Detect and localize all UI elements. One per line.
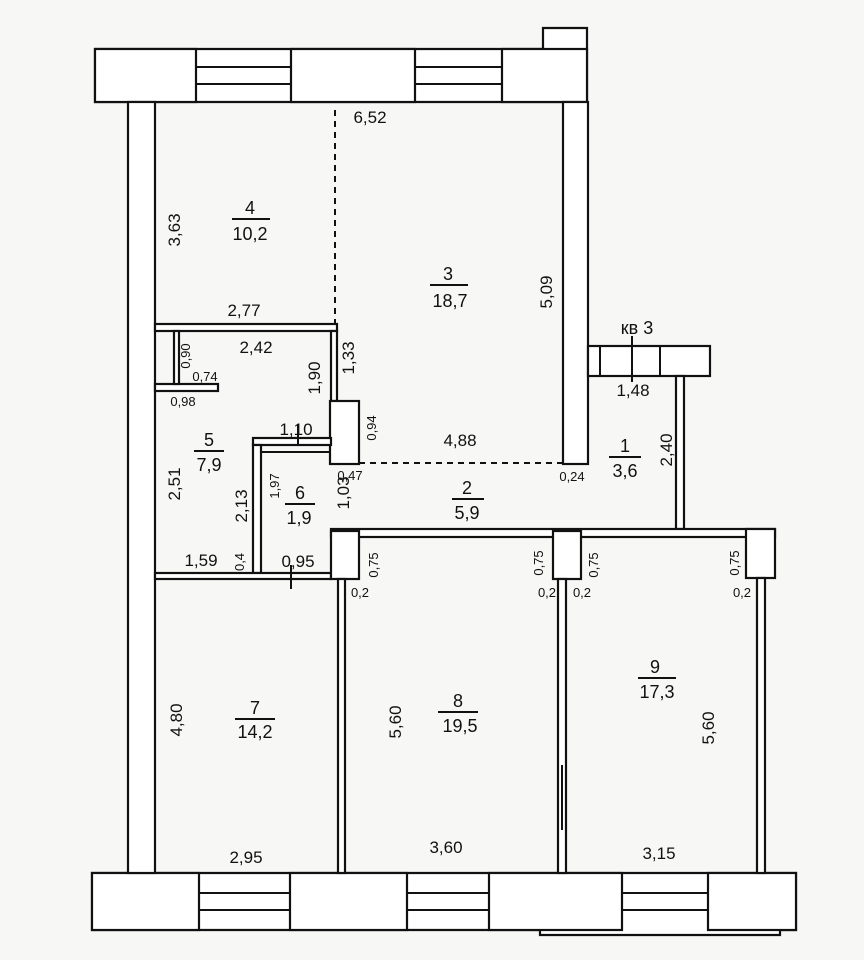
- dimension-label: 1,33: [339, 341, 358, 374]
- right-wall-room-3: [561, 100, 590, 466]
- room-area: 17,3: [639, 682, 674, 702]
- dimension-label: 3,60: [429, 838, 462, 857]
- room-area: 3,6: [612, 461, 637, 481]
- dimension-label: 0,2: [573, 585, 591, 600]
- room-number: 4: [245, 198, 255, 218]
- dimension-label: 0,4: [232, 553, 247, 571]
- dimension-label: 0,24: [559, 469, 584, 484]
- room-number: 8: [453, 691, 463, 711]
- dimension-label: 0,47: [337, 468, 362, 483]
- dimension-label: 5,60: [699, 711, 718, 744]
- room-area: 14,2: [237, 722, 272, 742]
- room-label-5: 5 7,9: [194, 430, 224, 475]
- dimension-label: 0,75: [727, 550, 742, 575]
- dimension-label: 0,74: [192, 369, 217, 384]
- dimension-label: 5,60: [386, 705, 405, 738]
- dimension-label: 2,77: [227, 301, 260, 320]
- room-area: 5,9: [454, 503, 479, 523]
- room-number: 5: [204, 430, 214, 450]
- room-number: 1: [620, 436, 630, 456]
- dimension-label: 0,75: [586, 552, 601, 577]
- dimension-label: 0,2: [733, 585, 751, 600]
- room-area: 18,7: [432, 291, 467, 311]
- right-wall-room-1: [674, 374, 686, 531]
- entrance-block: [586, 336, 712, 382]
- room-label-3: 3 18,7: [430, 264, 468, 311]
- dimension-label: 0,75: [531, 550, 546, 575]
- dimension-label: 2,13: [232, 489, 251, 522]
- dimension-label: 0,90: [178, 343, 193, 368]
- room-number: 7: [250, 698, 260, 718]
- dimension-label: 1,10: [279, 420, 312, 439]
- room-label-7: 7 14,2: [235, 698, 275, 742]
- dimension-label: 0,2: [351, 585, 369, 600]
- room-area: 19,5: [442, 716, 477, 736]
- dimension-label: 0,75: [366, 552, 381, 577]
- room-label-6: 6 1,9: [285, 483, 315, 528]
- dimension-label: 2,40: [657, 433, 676, 466]
- room-label-1: 1 3,6: [609, 436, 641, 481]
- room-label-4: 4 10,2: [232, 198, 270, 244]
- dimension-label: 1,97: [267, 473, 282, 498]
- left-wall: [126, 100, 157, 875]
- dimension-label: 2,51: [165, 467, 184, 500]
- room-number: 3: [443, 264, 453, 284]
- dimension-label: 6,52: [353, 108, 386, 127]
- room-area: 7,9: [196, 455, 221, 475]
- dimension-label: 1,59: [184, 551, 217, 570]
- partitions: [153, 322, 777, 875]
- dimension-label: 0,2: [538, 585, 556, 600]
- top-wall: [93, 26, 589, 104]
- dimension-label: 5,09: [537, 275, 556, 308]
- dimension-label: 4,80: [167, 703, 186, 736]
- dimension-label: 2,42: [239, 338, 272, 357]
- dimension-label: 4,88: [443, 431, 476, 450]
- room-number: 9: [650, 657, 660, 677]
- dimension-label: 3,63: [165, 213, 184, 246]
- dimension-label: 0,95: [281, 552, 314, 571]
- dimension-label: 2,95: [229, 848, 262, 867]
- dimension-label: 1,03: [334, 476, 353, 509]
- dimension-label: 1,90: [305, 361, 324, 394]
- room-number: 2: [462, 478, 472, 498]
- apartment-label: кв 3: [621, 318, 653, 338]
- dimension-label: 3,15: [642, 844, 675, 863]
- room-number: 6: [295, 483, 305, 503]
- bottom-wall: [90, 871, 798, 937]
- room-area: 10,2: [232, 224, 267, 244]
- room-label-9: 9 17,3: [638, 657, 676, 702]
- dimension-label: 0,98: [170, 394, 195, 409]
- dimension-label: 0,94: [364, 415, 379, 440]
- room-area: 1,9: [286, 508, 311, 528]
- dimension-label: 1,48: [616, 381, 649, 400]
- room-label-8: 8 19,5: [438, 691, 478, 736]
- room-label-2: 2 5,9: [452, 478, 484, 523]
